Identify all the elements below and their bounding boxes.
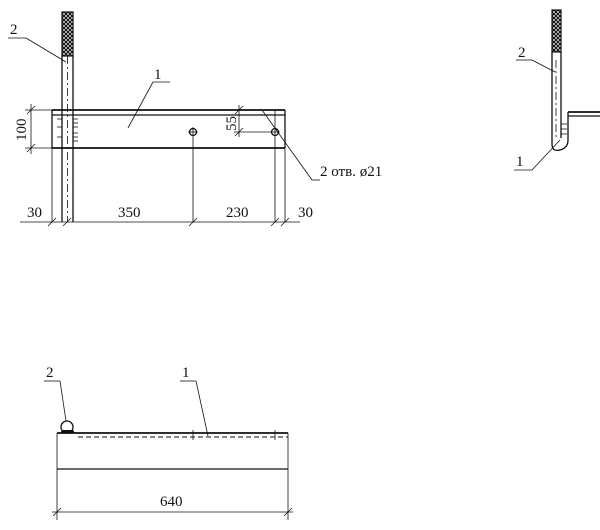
part-2-leader-front: 2 xyxy=(8,22,67,63)
side-bolt-thread xyxy=(551,9,562,53)
part-1-leader-top: 1 xyxy=(180,365,209,437)
part-1-leader-front: 1 xyxy=(127,67,170,129)
dim-offset: 55 xyxy=(224,105,270,137)
part-2-label-top: 2 xyxy=(46,365,54,381)
dim-100-label: 100 xyxy=(14,119,30,142)
front-view: 100 55 2 отв. ø21 1 2 xyxy=(8,11,382,227)
part-2-leader-top: 2 xyxy=(44,365,67,422)
dim-640-label: 640 xyxy=(160,494,183,510)
dim-height: 100 xyxy=(14,104,52,154)
dim-right-30: 30 xyxy=(298,205,313,221)
part-1-label-side: 1 xyxy=(516,154,524,170)
side-bolt-hook xyxy=(551,112,569,152)
part-2-label-side: 2 xyxy=(518,45,526,61)
hole-leader: 2 отв. ø21 xyxy=(261,109,382,181)
bolt-thread xyxy=(61,11,74,57)
side-view: 2 1 xyxy=(514,9,600,171)
dim-length: 640 xyxy=(52,494,293,517)
part-1-leader-side: 1 xyxy=(514,139,561,171)
part-1-label-top: 1 xyxy=(182,365,190,381)
dim-span-230: 230 xyxy=(226,205,249,221)
top-view: 2 1 640 xyxy=(44,365,293,520)
holes-note: 2 отв. ø21 xyxy=(320,164,382,180)
weld-marks xyxy=(57,118,78,142)
part-1-label-front: 1 xyxy=(154,67,162,83)
part-2-label-front: 2 xyxy=(10,22,18,38)
dim-left-30: 30 xyxy=(27,205,42,221)
part-2-leader-side: 2 xyxy=(516,45,556,73)
dim-chain: 30 350 230 30 xyxy=(20,205,313,227)
dim-55-label: 55 xyxy=(224,116,240,131)
plate-part-1 xyxy=(51,109,286,222)
dim-span-350: 350 xyxy=(118,205,141,221)
bolt-part-2 xyxy=(61,11,74,222)
top-bolt-base xyxy=(60,430,75,433)
